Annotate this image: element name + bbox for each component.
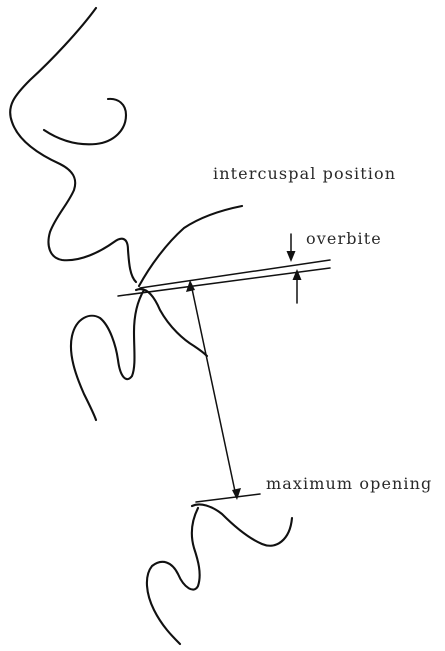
max-opening-reference-line (196, 494, 260, 502)
maximum-opening-label: maximum opening (266, 476, 432, 492)
overbite-top-arrowhead (287, 251, 296, 262)
upper-tooth-edge (139, 206, 242, 286)
nose-profile-outline (10, 8, 136, 282)
intercuspal-position-label: intercuspal position (213, 166, 396, 182)
lower-tooth-contour (136, 289, 207, 356)
open-jaw-chin-outline (147, 508, 200, 644)
opening-distance-shaft (191, 284, 236, 496)
opening-distance-bottom-arrowhead (232, 488, 241, 500)
nostril-outline (44, 99, 126, 144)
overbite-label: overbite (306, 231, 382, 247)
lower-lip-chin-outline (71, 290, 144, 420)
open-jaw-incisor-outline (192, 504, 292, 545)
overbite-bottom-arrowhead (293, 269, 302, 280)
overbite-upper-line (140, 260, 330, 288)
